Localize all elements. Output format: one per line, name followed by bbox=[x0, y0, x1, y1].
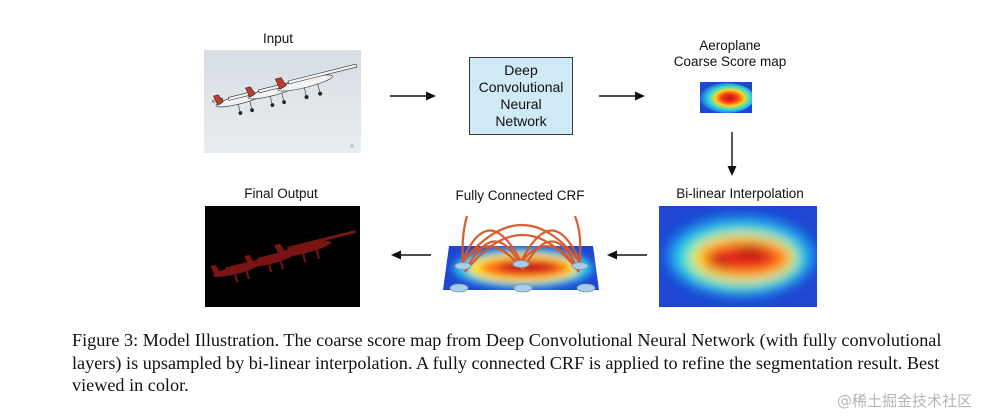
figure-caption: Figure 3: Model Illustration. The coarse… bbox=[72, 330, 942, 395]
arrow-to-dcnn bbox=[390, 91, 436, 101]
coarse-map-label-line1: Aeroplane bbox=[699, 38, 761, 53]
bilinear-heatmap bbox=[659, 206, 817, 307]
final-output-segmentation bbox=[205, 206, 360, 307]
crf-label: Fully Connected CRF bbox=[455, 188, 585, 203]
watermark: @稀土掘金技术社区 bbox=[836, 392, 972, 410]
coarse-map-label-line2: Coarse Score map bbox=[673, 54, 787, 69]
dcnn-label-line1: Deep bbox=[504, 62, 538, 78]
input-image bbox=[204, 50, 361, 153]
coarse-score-map bbox=[700, 82, 752, 113]
arrow-to-final-output bbox=[391, 250, 431, 260]
bilinear-label: Bi-linear Interpolation bbox=[676, 186, 804, 201]
arrow-to-crf bbox=[607, 250, 647, 260]
arrow-to-coarse-map bbox=[599, 91, 645, 101]
dcnn-label-line2: Convolutional bbox=[478, 79, 564, 95]
crf-illustration bbox=[443, 215, 599, 293]
final-output-label: Final Output bbox=[244, 186, 318, 201]
arrow-to-bilinear bbox=[727, 132, 737, 176]
dcnn-label-line3: Neural bbox=[500, 96, 542, 112]
input-label: Input bbox=[262, 31, 294, 46]
dcnn-box: Deep Convolutional Neural Network bbox=[469, 57, 573, 135]
dcnn-label-line4: Network bbox=[495, 113, 547, 129]
